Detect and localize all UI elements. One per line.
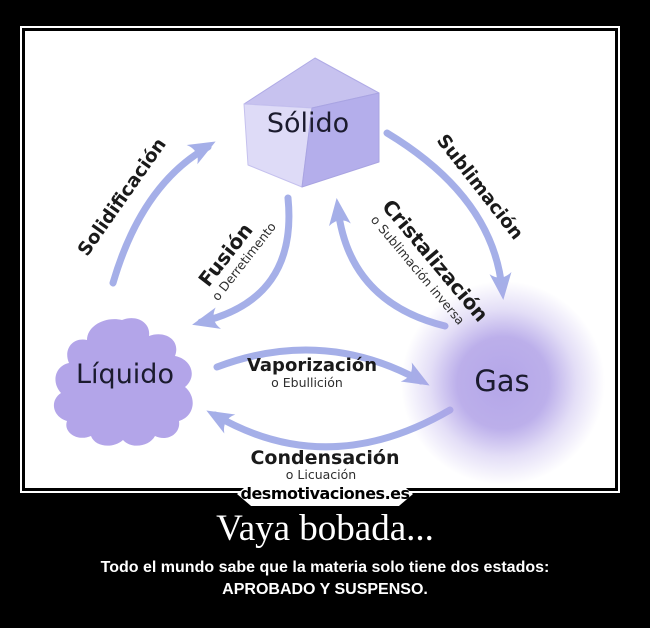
arrowhead-condensacion — [206, 410, 236, 434]
watermark-text: desmotivaciones.es — [240, 484, 410, 503]
arrowhead-cristalizacion — [329, 198, 351, 227]
caption-line-1: Todo el mundo sabe que la materia solo t… — [100, 559, 550, 576]
cube-right-face — [301, 92, 380, 188]
caption-subtitle: Todo el mundo sabe que la materia solo t… — [0, 557, 650, 601]
sublabel-vaporizacion: o Ebullición — [271, 375, 343, 390]
label-vaporizacion: Vaporización — [247, 355, 377, 376]
state-label-gas: Gas — [474, 364, 529, 398]
diagram-image: Sólido Líquido Gas Solidificación Sublim… — [25, 31, 615, 488]
label-condensacion: Condensación — [250, 447, 399, 469]
gas-glow — [401, 281, 605, 485]
liquid-blob — [53, 318, 193, 446]
caption-title: Vaya bobada... — [216, 508, 434, 549]
states-of-matter-diagram: Sólido Líquido Gas Solidificación Sublim… — [53, 57, 605, 485]
arrow-fusion — [197, 194, 293, 326]
arrow-vaporizacion — [213, 346, 425, 385]
arrowhead-fusion — [192, 307, 221, 329]
state-label-liquido: Líquido — [76, 359, 174, 390]
arrow-sublimacion — [383, 129, 506, 293]
caption-block: Vaya bobada... Todo el mundo sabe que la… — [0, 505, 650, 601]
state-label-solido: Sólido — [267, 108, 349, 139]
arrow-solidificacion — [109, 143, 212, 287]
solid-cube — [243, 57, 380, 188]
arrowhead-solidificacion — [186, 141, 216, 165]
sublabel-condensacion: o Licuación — [286, 467, 356, 482]
caption-line-2: APROBADO Y SUSPENSO. — [222, 581, 428, 598]
poster-image-frame: Sólido Líquido Gas Solidificación Sublim… — [20, 26, 620, 493]
watermark-ribbon: desmotivaciones.es — [237, 482, 413, 506]
